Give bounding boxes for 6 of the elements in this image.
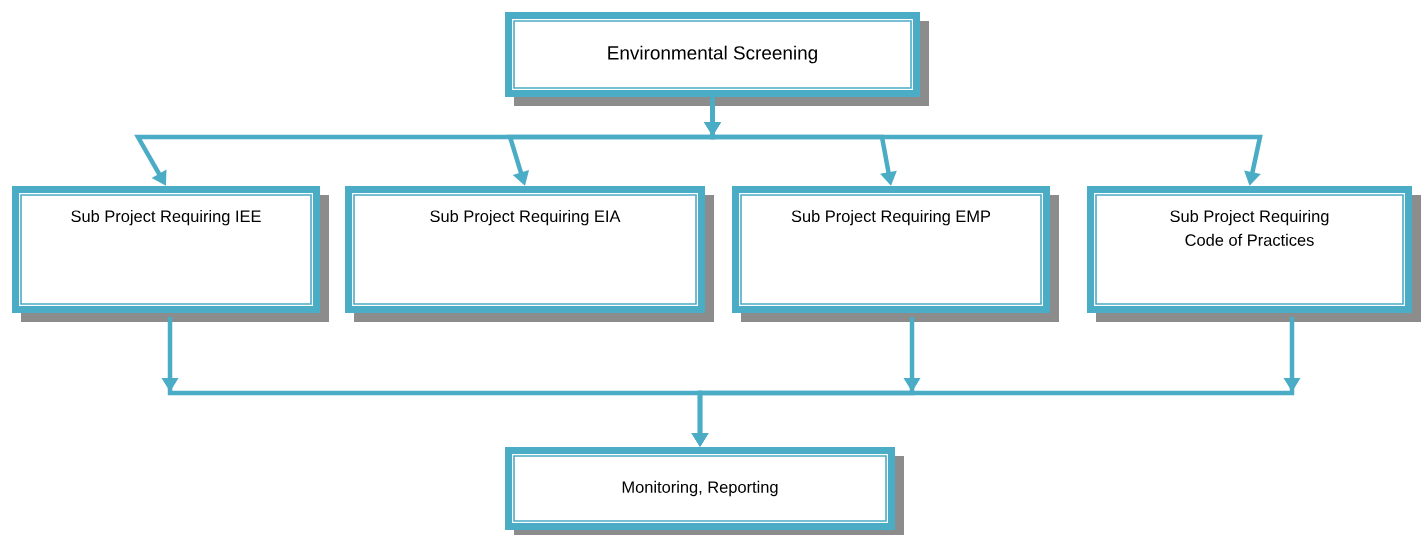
process-box: Sub Project Requiring IEE [12, 186, 329, 322]
process-box: Monitoring, Reporting [505, 447, 904, 535]
process-box: Sub Project Requiring EIA [345, 186, 714, 322]
process-box: Sub Project Requiring Code of Practices [1087, 186, 1421, 322]
process-box: Environmental Screening [505, 12, 929, 106]
process-box: Sub Project Requiring EMP [732, 186, 1059, 322]
